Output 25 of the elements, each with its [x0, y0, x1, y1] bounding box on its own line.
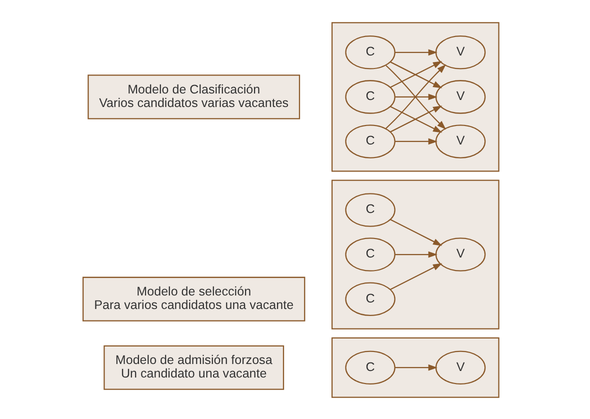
cluster — [330, 22, 499, 172]
arrow — [394, 250, 437, 258]
arrow — [394, 93, 437, 100]
node-ellipse: C — [344, 80, 395, 114]
arrow — [394, 364, 437, 370]
node-ellipse: V — [434, 124, 486, 158]
node-box: Modelo de selección Para varios candidatos una vacante — [82, 276, 305, 321]
node-ellipse: C — [344, 350, 395, 384]
node-box: Modelo de Clasificación Varios candidatos varias vacantes — [87, 74, 300, 119]
node-ellipse: V — [434, 80, 486, 114]
node-ellipse: C — [344, 35, 395, 69]
node-ellipse: V — [434, 237, 486, 271]
arrow — [390, 262, 442, 290]
node-box: Modelo de admisión forzosa Un candidato una vacante — [103, 344, 284, 390]
cluster — [330, 179, 499, 329]
node-ellipse: V — [434, 35, 486, 69]
arrow — [394, 138, 437, 144]
node-ellipse: V — [434, 350, 486, 384]
arrow — [390, 218, 442, 246]
node-ellipse: C — [344, 192, 395, 226]
node-ellipse: C — [344, 282, 395, 316]
node-ellipse: C — [344, 124, 395, 158]
arrow — [394, 48, 437, 56]
cluster — [330, 336, 499, 398]
node-ellipse: C — [344, 237, 395, 271]
